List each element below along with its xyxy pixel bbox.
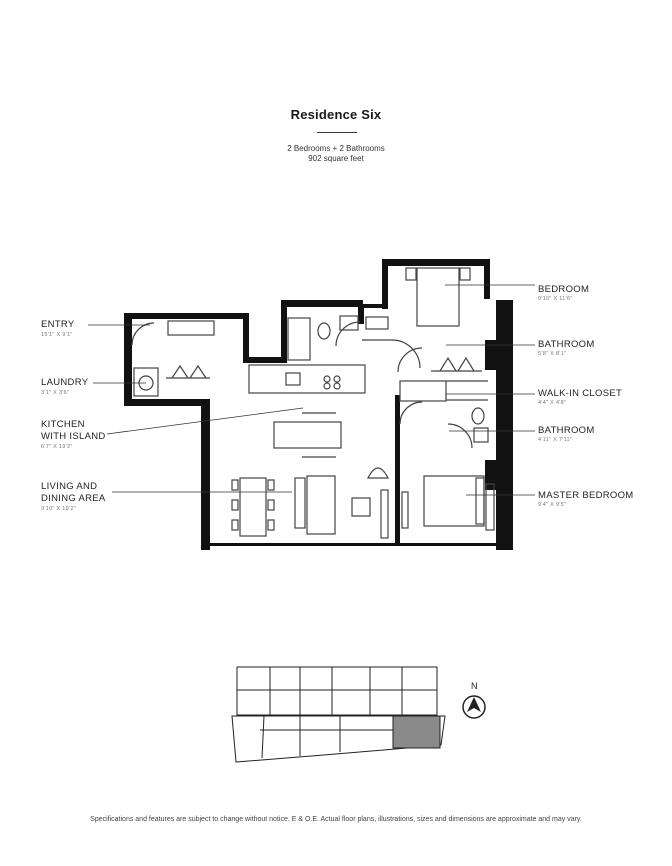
rooms-summary: 2 Bedrooms + 2 Bathrooms — [287, 144, 385, 153]
wall-segment — [124, 313, 239, 319]
key-plan — [231, 666, 446, 763]
dim-laundry: 3'1" X 3'6" — [41, 390, 70, 396]
page-title: Residence Six — [290, 107, 382, 122]
stove-burner — [323, 375, 331, 383]
wall-segment — [358, 304, 364, 324]
entry-door-swing — [131, 322, 155, 346]
leader-lines — [88, 284, 535, 496]
key-plan-upper-block — [236, 666, 438, 716]
title-divider — [317, 132, 357, 133]
north-arrow-icon — [462, 695, 486, 719]
bedroom-door-swing — [397, 347, 423, 373]
wall-segment — [124, 399, 209, 406]
wall-segment — [124, 313, 132, 405]
wall-segment — [281, 300, 287, 363]
label-bathroom-2: BATHROOM — [538, 425, 595, 436]
entry-bench — [167, 320, 215, 336]
interior-lines — [131, 267, 495, 539]
closet-doors — [171, 364, 207, 379]
key-plan-unit-highlight — [392, 715, 441, 749]
label-living: LIVING AND — [41, 481, 98, 492]
sofa — [306, 475, 336, 535]
dim-kitchen: 6'7" X 19'2" — [41, 444, 73, 450]
laundry-unit — [133, 367, 159, 397]
dim-bathroom-1: 5'8" X 8'1" — [538, 351, 567, 357]
side-table — [351, 497, 371, 517]
vanity — [339, 315, 359, 331]
master-dresser — [401, 491, 409, 529]
disclaimer-footer: Specifications and features are subject … — [90, 816, 582, 823]
exterior-walls — [124, 259, 513, 550]
wall-segment — [243, 357, 283, 363]
kitchen-island — [273, 421, 342, 449]
vanity-2 — [473, 427, 489, 443]
wall-segment — [281, 300, 363, 307]
wall-segment — [395, 395, 400, 546]
hall-door-swing — [362, 339, 421, 369]
dim-living: 9'10" X 19'2" — [41, 506, 76, 512]
compass-label: N — [471, 681, 478, 691]
dining-table — [239, 477, 267, 537]
toilet-2 — [471, 407, 485, 425]
kitchen-counter — [248, 364, 366, 394]
bath-door-swing — [335, 321, 361, 347]
master-bed — [423, 475, 485, 527]
bedroom-bed — [416, 267, 460, 327]
bedroom-closet-doors — [439, 356, 475, 372]
stove-burner — [333, 382, 341, 390]
label-laundry: LAUNDRY — [41, 377, 89, 388]
wall-segment — [382, 259, 489, 266]
dim-master-bedroom: 9'4" X 9'5" — [538, 502, 567, 508]
wall-segment — [382, 259, 388, 309]
label-kitchen-2: WITH ISLAND — [41, 431, 106, 442]
stove-burner — [333, 375, 341, 383]
wall-segment — [243, 313, 249, 363]
dim-bedroom: 9'10" X 11'6" — [538, 296, 573, 302]
sofa-arm — [294, 477, 306, 529]
bathtub — [287, 317, 311, 361]
area-summary: 902 square feet — [308, 154, 364, 163]
bath2-door-swing — [447, 423, 473, 449]
label-bedroom: BEDROOM — [538, 284, 590, 295]
label-living-2: DINING AREA — [41, 493, 106, 504]
wall-segment — [485, 340, 496, 370]
wall-segment — [209, 543, 513, 546]
dim-bathroom-2: 4'11" X 7'11" — [538, 437, 573, 443]
label-walk-in-closet: WALK-IN CLOSET — [538, 388, 623, 399]
stove-burner — [323, 382, 331, 390]
closet-door-swing — [399, 401, 423, 425]
wall-segment — [496, 300, 513, 550]
dim-walk-in-closet: 4'4" X 4'8" — [538, 400, 567, 406]
wall-segment — [485, 460, 496, 490]
label-master-bedroom: MASTER BEDROOM — [538, 490, 634, 501]
label-kitchen: KITCHEN — [41, 419, 85, 430]
toilet — [317, 322, 331, 340]
master-window-seat — [485, 483, 495, 531]
label-bathroom-1: BATHROOM — [538, 339, 595, 350]
wall-segment — [358, 304, 386, 308]
dim-entry: 15'1" X 9'1" — [41, 332, 73, 338]
label-entry: ENTRY — [41, 319, 75, 330]
kitchen-sink — [285, 372, 301, 386]
hall-closet — [365, 316, 389, 330]
walk-in-closet — [399, 380, 447, 402]
wall-segment — [201, 399, 210, 550]
wall-segment — [219, 313, 249, 319]
wall-segment — [484, 259, 490, 299]
armchair — [367, 467, 389, 479]
tv-unit — [380, 489, 389, 539]
